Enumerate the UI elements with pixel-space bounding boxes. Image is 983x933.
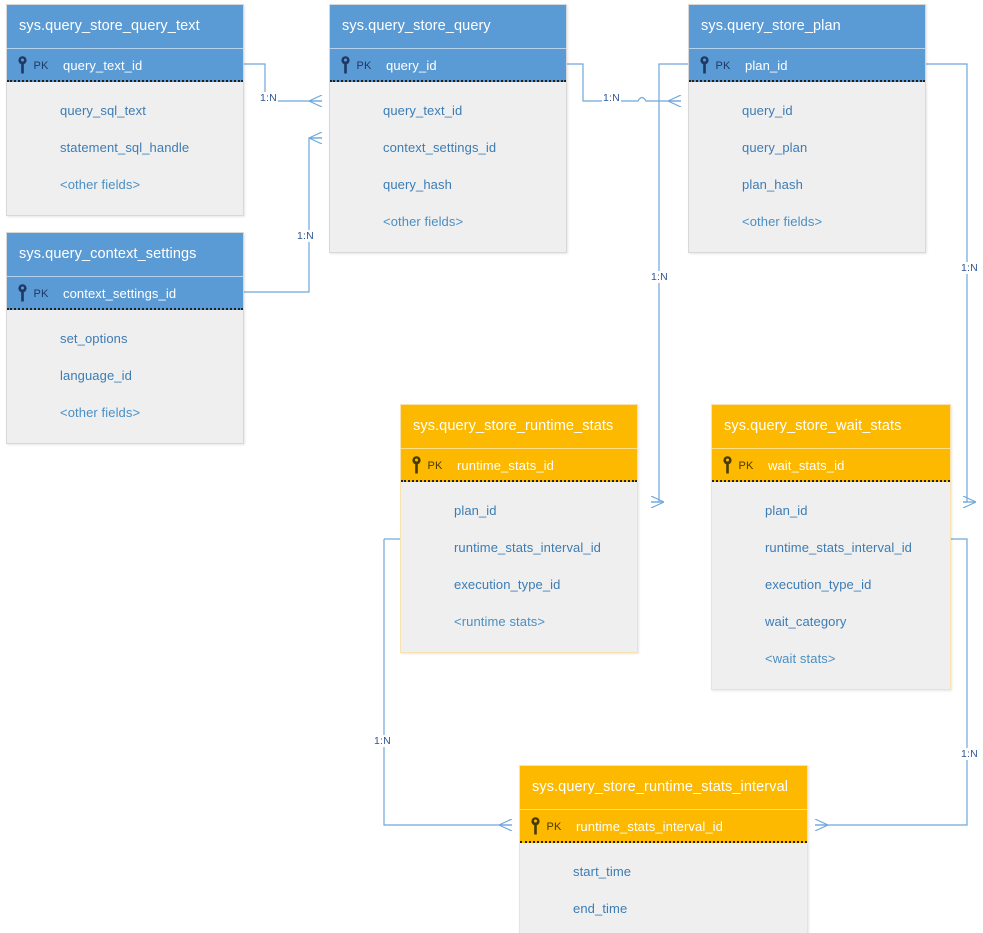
entity-title: sys.query_store_runtime_stats	[401, 405, 637, 448]
field-row[interactable]: plan_id	[454, 503, 497, 518]
pk-tag: PK	[33, 288, 49, 300]
cardinality-label-query-to-plan: 1:N	[602, 92, 621, 104]
field-row[interactable]: <other fields>	[60, 405, 141, 420]
field-row[interactable]: <other fields>	[60, 177, 141, 192]
field-row[interactable]: statement_sql_handle	[60, 140, 190, 155]
cardinality-label-interval-to-runtime-stats: 1:N	[373, 735, 392, 747]
field-row[interactable]: runtime_stats_interval_id	[454, 540, 602, 555]
field-row[interactable]: plan_id	[765, 503, 808, 518]
field-row[interactable]: <runtime stats>	[454, 614, 546, 629]
field-row[interactable]: language_id	[60, 368, 132, 383]
primary-key-name: query_id	[385, 58, 437, 73]
field-row[interactable]: wait_category	[765, 614, 847, 629]
primary-key-icon	[17, 56, 28, 74]
pk-tag: PK	[33, 60, 49, 72]
field-row[interactable]: execution_type_id	[765, 577, 872, 592]
primary-key-row[interactable]: PK plan_id	[689, 48, 925, 82]
primary-key-name: context_settings_id	[62, 286, 177, 301]
cardinality-label-context-settings-to-query: 1:N	[296, 230, 315, 242]
entity-query-context-settings[interactable]: sys.query_context_settings PK context_se…	[6, 232, 244, 444]
wire-context-settings-to-query	[244, 138, 322, 293]
primary-key-row[interactable]: PK query_id	[330, 48, 566, 82]
primary-key-icon	[17, 284, 28, 302]
field-list: query_id query_plan plan_hash <other fie…	[689, 82, 925, 252]
primary-key-row[interactable]: PK wait_stats_id	[712, 448, 950, 482]
primary-key-name: runtime_stats_id	[456, 458, 554, 473]
field-list: query_text_id context_settings_id query_…	[330, 82, 566, 252]
primary-key-row[interactable]: PK runtime_stats_id	[401, 448, 637, 482]
entity-title: sys.query_store_query_text	[7, 5, 243, 48]
entity-query-store-runtime-stats[interactable]: sys.query_store_runtime_stats PK runtime…	[400, 404, 638, 653]
wire-query-to-plan	[567, 63, 681, 101]
pk-tag: PK	[738, 460, 754, 472]
entity-query-store-plan[interactable]: sys.query_store_plan PK plan_id query_id…	[688, 4, 926, 253]
wire-plan-to-runtime-stats-actual	[651, 63, 688, 502]
primary-key-row[interactable]: PK runtime_stats_interval_id	[520, 809, 807, 843]
field-list: set_options language_id <other fields>	[7, 310, 243, 443]
field-row[interactable]: execution_type_id	[454, 577, 561, 592]
field-row[interactable]: set_options	[60, 331, 128, 346]
cardinality-label-interval-to-wait-stats: 1:N	[960, 748, 979, 760]
field-row[interactable]: query_text_id	[383, 103, 463, 118]
wire-query-text-to-query	[244, 63, 322, 101]
entity-query-store-wait-stats[interactable]: sys.query_store_wait_stats PK wait_stats…	[711, 404, 951, 690]
primary-key-name: query_text_id	[62, 58, 143, 73]
field-row[interactable]: start_time	[573, 864, 632, 879]
primary-key-name: plan_id	[744, 58, 788, 73]
primary-key-row[interactable]: PK context_settings_id	[7, 276, 243, 310]
cardinality-label-plan-to-runtime-stats: 1:N	[650, 271, 669, 283]
entity-title: sys.query_store_runtime_stats_interval	[520, 766, 807, 809]
pk-tag: PK	[546, 821, 562, 833]
entity-title: sys.query_store_wait_stats	[712, 405, 950, 448]
field-row[interactable]: context_settings_id	[383, 140, 497, 155]
field-row[interactable]: <wait stats>	[765, 651, 836, 666]
entity-title: sys.query_context_settings	[7, 233, 243, 276]
field-list: start_time end_time	[520, 843, 807, 933]
entity-title: sys.query_store_plan	[689, 5, 925, 48]
field-row[interactable]: runtime_stats_interval_id	[765, 540, 913, 555]
field-list: query_sql_text statement_sql_handle <oth…	[7, 82, 243, 215]
field-row[interactable]: query_id	[742, 103, 793, 118]
cardinality-label-plan-to-wait-stats: 1:N	[960, 262, 979, 274]
primary-key-icon	[530, 817, 541, 835]
field-row[interactable]: <other fields>	[742, 214, 823, 229]
field-row[interactable]: query_sql_text	[60, 103, 146, 118]
pk-tag: PK	[356, 60, 372, 72]
pk-tag: PK	[427, 460, 443, 472]
field-row[interactable]: end_time	[573, 901, 628, 916]
field-row[interactable]: query_hash	[383, 177, 452, 192]
cardinality-label-query-text-to-query: 1:N	[259, 92, 278, 104]
entity-query-store-query[interactable]: sys.query_store_query PK query_id query_…	[329, 4, 567, 253]
primary-key-icon	[340, 56, 351, 74]
primary-key-row[interactable]: PK query_text_id	[7, 48, 243, 82]
field-row[interactable]: plan_hash	[742, 177, 803, 192]
primary-key-icon	[699, 56, 710, 74]
entity-query-store-query-text[interactable]: sys.query_store_query_text PK query_text…	[6, 4, 244, 216]
field-row[interactable]: query_plan	[742, 140, 808, 155]
primary-key-name: runtime_stats_interval_id	[575, 819, 724, 834]
primary-key-icon	[411, 456, 422, 474]
pk-tag: PK	[715, 60, 731, 72]
entity-title: sys.query_store_query	[330, 5, 566, 48]
primary-key-name: wait_stats_id	[767, 458, 845, 473]
entity-query-store-runtime-stats-interval[interactable]: sys.query_store_runtime_stats_interval P…	[519, 765, 808, 933]
primary-key-icon	[722, 456, 733, 474]
field-list: plan_id runtime_stats_interval_id execut…	[401, 482, 637, 652]
field-list: plan_id runtime_stats_interval_id execut…	[712, 482, 950, 689]
field-row[interactable]: <other fields>	[383, 214, 464, 229]
